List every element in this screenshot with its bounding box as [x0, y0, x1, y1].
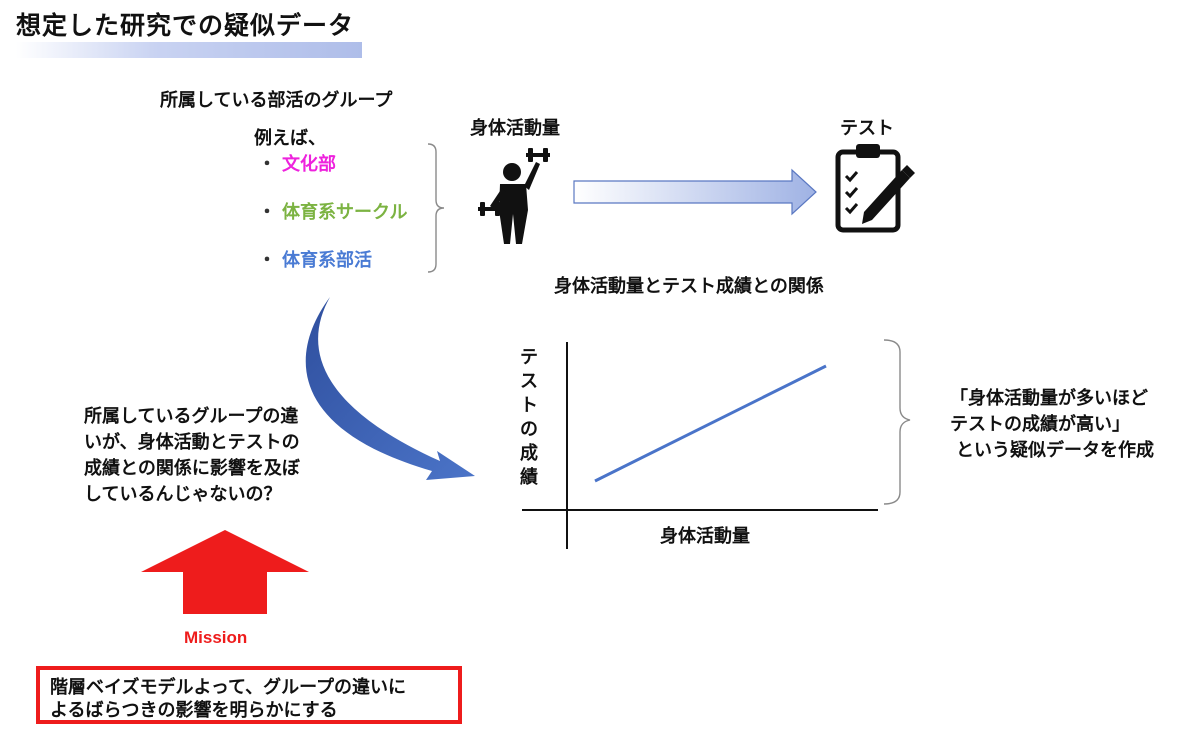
- bullet: ・: [258, 250, 276, 271]
- relation-caption: 身体活動量とテスト成績との関係: [554, 276, 824, 297]
- series-line: [594, 364, 827, 483]
- question-line: いが、身体活動とテストの: [84, 432, 300, 453]
- y-axis-label-char: 績: [520, 466, 538, 488]
- y-axis-label-char: 成: [520, 442, 538, 464]
- y-axis-label-char: テ: [520, 347, 538, 368]
- activity-label: 身体活動量: [470, 118, 560, 139]
- mission-up-arrow: [141, 530, 309, 614]
- x-axis-label: 身体活動量: [660, 525, 750, 547]
- y-axis-label-char: の: [520, 419, 538, 440]
- group-item-label: 体育系部活: [282, 250, 372, 271]
- bullet: ・: [258, 202, 276, 223]
- mission-label: Mission: [184, 628, 248, 647]
- question-line: 成績との関係に影響を及ぼ: [84, 458, 300, 479]
- side-note-line: テストの成績が高い」: [950, 414, 1130, 435]
- relation-chart: 身体活動量 テストの成績: [520, 342, 878, 549]
- weightlifter-icon: [478, 148, 550, 244]
- group-brace: [427, 143, 445, 273]
- flow-arrow: [573, 168, 817, 216]
- test-label: テスト: [840, 118, 894, 139]
- chart-brace: [883, 339, 911, 505]
- question-line: しているんじゃないの？: [84, 484, 282, 505]
- side-note-line: という疑似データを作成: [956, 440, 1154, 461]
- mission-box: 階層ベイズモデルよって、グループの違いに よるばらつきの影響を明らかにする: [36, 666, 462, 724]
- group-item-sports-club: ・体育系部活: [258, 246, 372, 272]
- mission-line: 階層ベイズモデルよって、グループの違いに: [50, 677, 407, 698]
- y-axis-label-char: ト: [520, 395, 538, 416]
- group-item-label: 体育系サークル: [282, 202, 408, 223]
- influence-curved-arrow: [305, 297, 475, 480]
- side-note: 「身体活動量が多いほど テストの成績が高い」 という疑似データを作成: [950, 386, 1154, 464]
- question-text: 所属しているグループの違 いが、身体活動とテストの 成績との関係に影響を及ぼ し…: [84, 404, 300, 508]
- side-note-line: 「身体活動量が多いほど: [950, 388, 1148, 409]
- bullet: ・: [258, 154, 276, 175]
- example-label: 例えば、: [254, 128, 326, 149]
- group-item-sports-circle: ・体育系サークル: [258, 198, 407, 224]
- clipboard-icon: [835, 144, 915, 233]
- y-axis-label-char: ス: [520, 371, 538, 392]
- title-underline: [16, 42, 362, 58]
- page-title: 想定した研究での疑似データ: [16, 11, 355, 40]
- groups-heading: 所属している部活のグループ: [160, 90, 393, 111]
- mission-line: よるばらつきの影響を明らかにする: [50, 700, 338, 721]
- question-line: 所属しているグループの違: [84, 406, 299, 427]
- group-item-label: 文化部: [282, 154, 336, 175]
- group-item-culture: ・文化部: [258, 150, 336, 176]
